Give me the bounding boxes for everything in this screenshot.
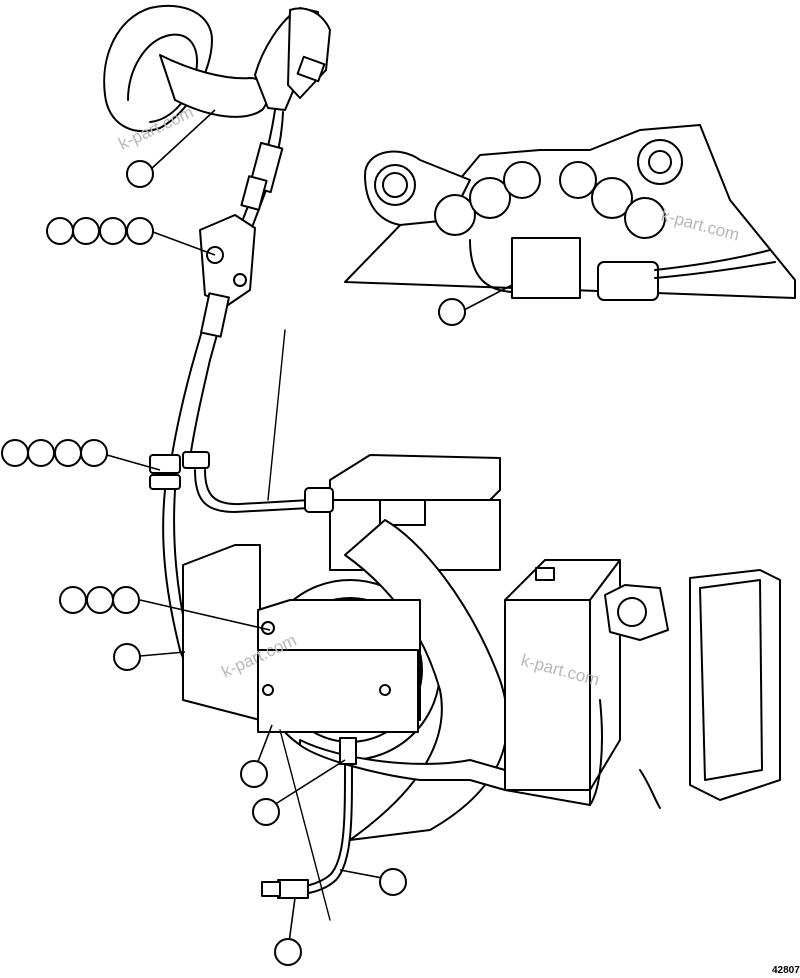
callout-bubble [59, 586, 87, 614]
callout-bubble [46, 217, 74, 245]
callout-bubble [54, 439, 82, 467]
fitting-upper [339, 737, 357, 765]
figure-code: 428072 [772, 965, 800, 976]
callout-bubbles [1, 160, 466, 966]
fitting-lower [277, 879, 309, 899]
cable-clamp-bracket [199, 214, 256, 306]
callout-bubble [112, 586, 140, 614]
callout-bubble [1, 439, 29, 467]
callout-bubble [252, 798, 280, 826]
instrument-panel-inset [344, 124, 796, 301]
callout-bubble [80, 439, 108, 467]
callout-bubble [438, 298, 466, 326]
guide-line-vertical [267, 329, 286, 501]
cable-harness-upper [171, 109, 286, 501]
top-cover [329, 454, 501, 506]
callout-bubble [72, 217, 100, 245]
main-assembly [182, 454, 781, 841]
callout-bubble [99, 217, 127, 245]
callout-bubble [379, 868, 407, 896]
callout-bubble [126, 160, 154, 188]
callout-bubble [27, 439, 55, 467]
handle-grip [103, 4, 331, 132]
callout-bubble [86, 586, 114, 614]
callout-bubble [126, 217, 154, 245]
callout-bubble [240, 760, 268, 788]
filter-housing [689, 569, 781, 801]
right-housing [504, 559, 621, 791]
callout-bubble [113, 643, 141, 671]
hose-fitting [261, 729, 357, 921]
relay-box-inset [511, 237, 581, 299]
solenoid-box [257, 649, 419, 733]
callout-bubble [274, 938, 302, 966]
leader-lines [106, 109, 513, 951]
